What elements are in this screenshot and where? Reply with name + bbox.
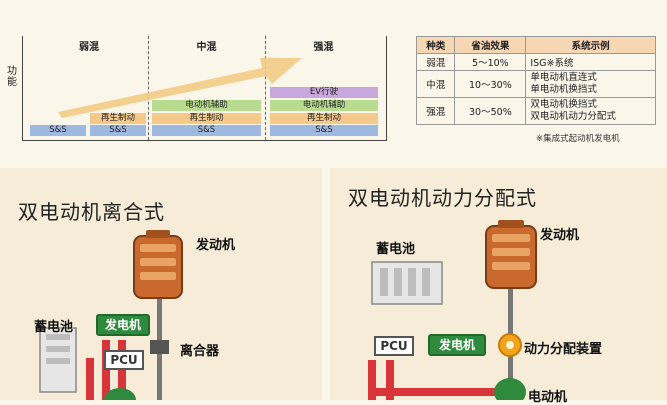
bar-assist-mid: 电动机辅助 bbox=[152, 100, 261, 111]
right-engine-label: 发动机 bbox=[540, 228, 580, 243]
right-battery-icon bbox=[371, 261, 443, 305]
left-wire-1 bbox=[86, 358, 94, 400]
table-cell-example: 双电动机换挡式 双电动机动力分配式 bbox=[525, 97, 656, 125]
power-split-gear-icon bbox=[498, 333, 522, 357]
bar-regen-strong: 再生制动 bbox=[270, 113, 378, 124]
left-wire-3 bbox=[118, 340, 126, 400]
right-battery-label: 蓄电池 bbox=[376, 242, 416, 257]
category-mid: 中混 bbox=[196, 42, 217, 53]
table-cell-effect: 10～30% bbox=[454, 70, 527, 98]
bar-ss-strong: S&S bbox=[270, 125, 378, 136]
category-strong: 强混 bbox=[313, 42, 334, 53]
power-split-label: 动力分配装置 bbox=[524, 342, 603, 357]
table-cell-type: 中混 bbox=[415, 70, 456, 98]
left-generator-chip: 发电机 bbox=[96, 314, 150, 336]
hybrid-spec-table: 种类 省油效果 系统示例 弱混 5～10% ISG※系统 中混 10～30% 单… bbox=[415, 36, 656, 125]
left-diagram bbox=[39, 230, 183, 400]
table-cell-example: ISG※系统 bbox=[525, 53, 656, 71]
bar-ss-weak-2: S&S bbox=[90, 125, 146, 136]
right-generator-chip: 发电机 bbox=[428, 334, 486, 356]
right-wire-1 bbox=[368, 360, 376, 400]
right-diagram bbox=[368, 220, 537, 400]
table-cell-effect: 30～50% bbox=[454, 97, 527, 125]
y-axis-label: 功能 bbox=[7, 66, 17, 88]
left-panel-title: 双电动机离合式 bbox=[18, 200, 165, 224]
table-footnote: ※集成式起动机发电机 bbox=[536, 134, 620, 144]
table-header-effect: 省油效果 bbox=[454, 36, 527, 54]
clutch-label: 离合器 bbox=[180, 344, 220, 359]
table-cell-type: 强混 bbox=[415, 97, 456, 125]
bar-ss-mid: S&S bbox=[152, 125, 261, 136]
table-cell-example: 单电动机直连式 单电动机换挡式 bbox=[525, 70, 656, 98]
left-engine-label: 发动机 bbox=[196, 238, 236, 253]
right-motor-icon bbox=[494, 378, 526, 400]
bar-assist-strong: 电动机辅助 bbox=[270, 100, 378, 111]
right-engine-icon bbox=[485, 220, 537, 289]
right-wire-2 bbox=[386, 360, 394, 400]
table-header-example: 系统示例 bbox=[525, 36, 656, 54]
bar-ev-strong: EV行驶 bbox=[270, 87, 378, 98]
table-header-type: 种类 bbox=[415, 36, 456, 54]
left-battery-label: 蓄电池 bbox=[34, 320, 74, 335]
table-row: 强混 30～50% 双电动机换挡式 双电动机动力分配式 bbox=[415, 97, 656, 125]
divider-1 bbox=[148, 36, 149, 140]
right-motor-label: 电动机 bbox=[528, 390, 568, 405]
right-wire-3 bbox=[368, 388, 502, 396]
clutch-icon bbox=[150, 340, 169, 354]
right-pcu-box: PCU bbox=[374, 336, 414, 356]
bar-regen-mid: 再生制动 bbox=[152, 113, 261, 124]
left-engine-icon bbox=[133, 230, 183, 299]
left-motor-icon bbox=[104, 388, 136, 400]
table-header-row: 种类 省油效果 系统示例 bbox=[415, 36, 656, 54]
table-cell-type: 弱混 bbox=[415, 53, 456, 71]
table-cell-effect: 5～10% bbox=[454, 53, 527, 71]
left-battery-icon bbox=[39, 327, 77, 393]
right-panel-title: 双电动机动力分配式 bbox=[348, 186, 537, 210]
function-chart-frame bbox=[22, 36, 387, 141]
trend-arrow bbox=[58, 58, 302, 118]
trend-arrow-shape bbox=[58, 58, 302, 118]
category-weak: 弱混 bbox=[79, 42, 99, 53]
bar-regen-weak: 再生制动 bbox=[90, 113, 146, 124]
table-row: 中混 10～30% 单电动机直连式 单电动机换挡式 bbox=[415, 70, 656, 98]
left-pcu-box: PCU bbox=[104, 350, 144, 370]
bar-ss-weak-1: S&S bbox=[30, 125, 86, 136]
left-wire-2 bbox=[102, 340, 110, 400]
table-row: 弱混 5～10% ISG※系统 bbox=[415, 53, 656, 71]
divider-2 bbox=[265, 36, 266, 140]
